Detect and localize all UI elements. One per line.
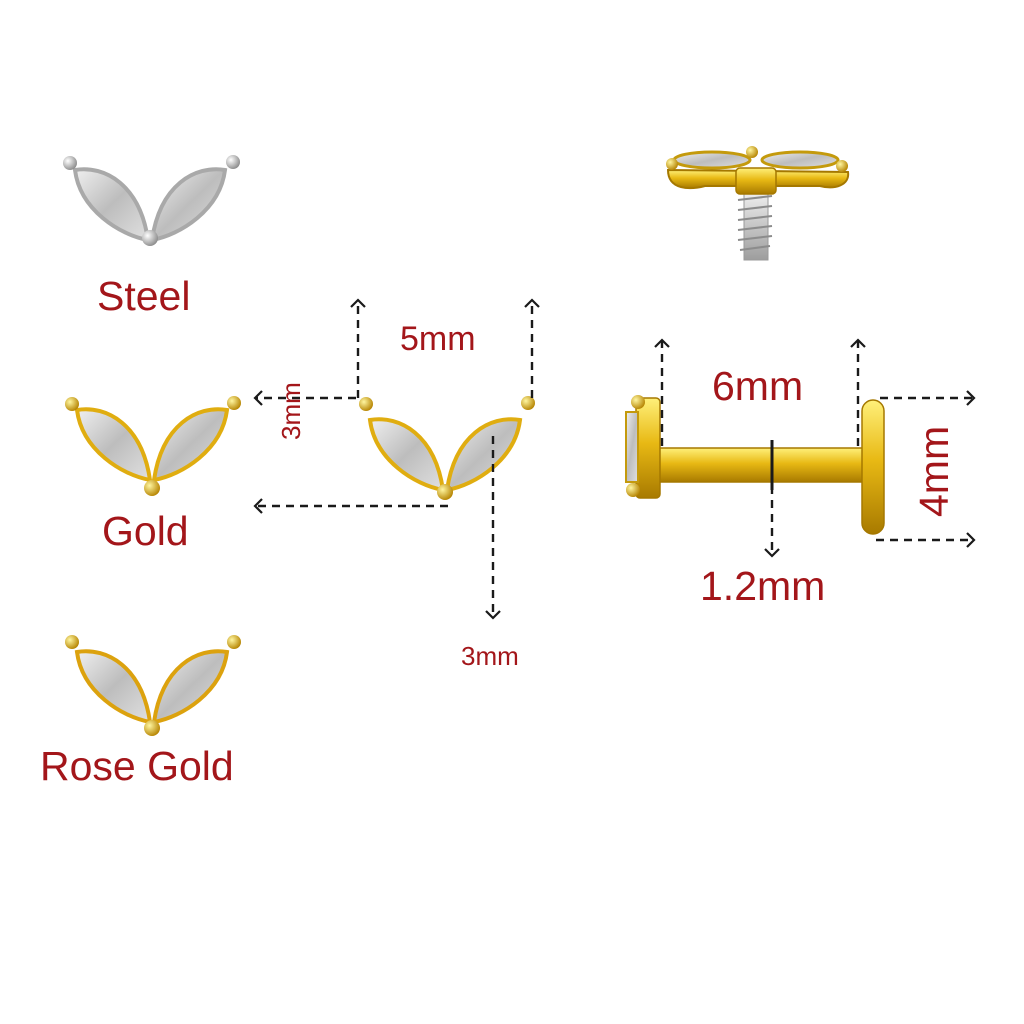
gauge-label: 1.2mm <box>700 563 826 609</box>
top-height-label: 3mm <box>276 382 306 440</box>
variant-label-steel: Steel <box>97 273 191 319</box>
earring-side-view-icon <box>625 395 885 535</box>
variant-label-gold: Gold <box>102 508 189 554</box>
dimensioned-earring-icon <box>359 396 535 500</box>
bar-length-label: 6mm <box>712 363 804 409</box>
dimension-lines-side <box>654 338 976 558</box>
post-depth-label: 3mm <box>461 641 519 671</box>
variant-label-rose-gold: Rose Gold <box>40 743 234 789</box>
steel-earring-icon <box>63 155 240 246</box>
rose-gold-earring-icon <box>65 635 241 736</box>
dimension-lines-front <box>253 298 540 620</box>
disc-diameter-label: 4mm <box>911 425 957 517</box>
gold-earring-icon <box>65 396 241 496</box>
earring-perspective-icon <box>666 146 850 261</box>
top-width-label: 5mm <box>400 320 476 358</box>
